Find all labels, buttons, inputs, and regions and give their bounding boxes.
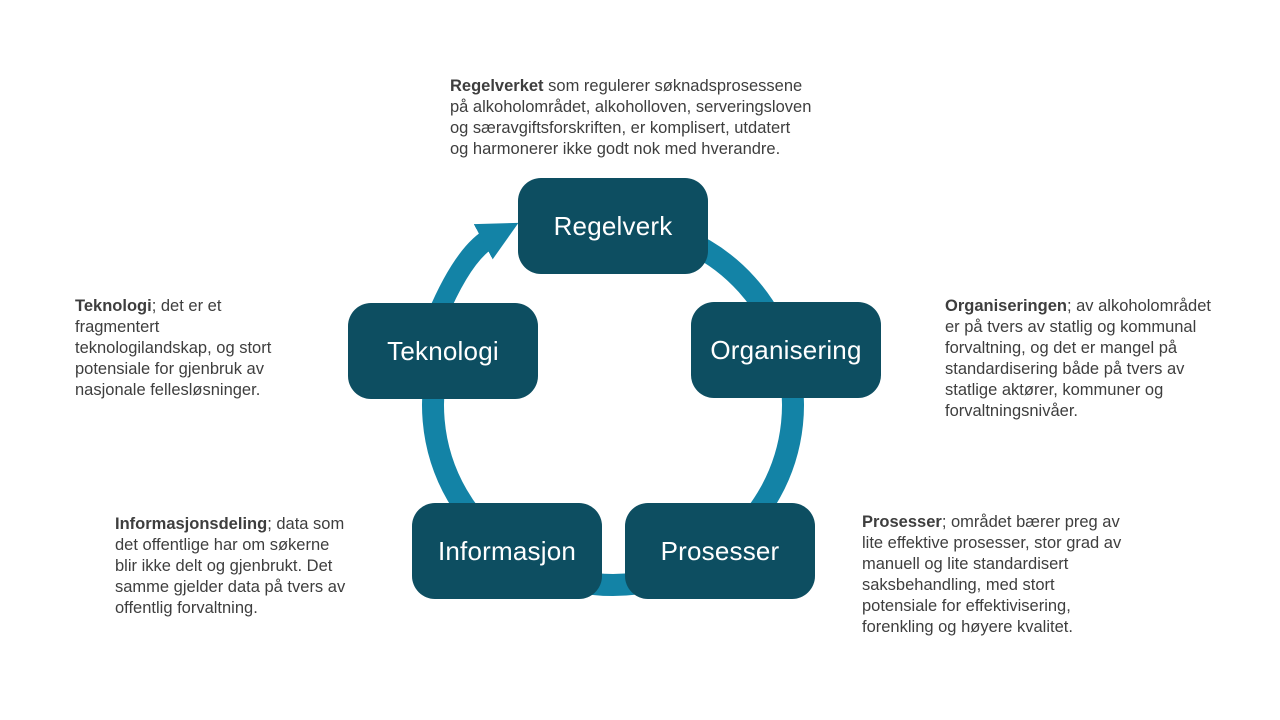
annotation-teknologi-lead: Teknologi	[75, 297, 152, 315]
node-prosesser-label: Prosesser	[660, 535, 780, 566]
node-organisering-label: Organisering	[710, 334, 862, 365]
annotation-regelverk-lead: Regelverket	[450, 77, 544, 95]
annotation-prosesser-lead: Prosesser	[862, 513, 942, 531]
annotation-organisering-lead: Organiseringen	[945, 297, 1067, 315]
node-organisering: Organisering	[691, 302, 881, 398]
node-prosesser: Prosesser	[625, 503, 815, 599]
annotation-teknologi-text: ; det er et fragmentert teknologilandska…	[75, 297, 272, 399]
annotation-organisering: Organiseringen; av alkoholområdet er på …	[945, 296, 1245, 422]
annotation-teknologi: Teknologi; det er et fragmentert teknolo…	[75, 296, 315, 401]
annotation-regelverk: Regelverket som regulerer søknadsprosess…	[450, 76, 880, 160]
annotation-prosesser: Prosesser; området bærer preg av lite ef…	[862, 512, 1162, 638]
annotation-organisering-text: ; av alkoholområdet er på tvers av statl…	[945, 297, 1211, 420]
node-informasjon-label: Informasjon	[437, 535, 577, 566]
node-teknologi-label: Teknologi	[387, 335, 499, 366]
annotation-informasjon: Informasjonsdeling; data som det offentl…	[115, 514, 385, 619]
node-regelverk-label: Regelverk	[553, 210, 673, 241]
node-regelverk: Regelverk	[518, 178, 708, 274]
node-teknologi: Teknologi	[348, 303, 538, 399]
annotation-informasjon-lead: Informasjonsdeling	[115, 515, 268, 533]
annotation-prosesser-text: ; området bærer preg av lite effektive p…	[862, 513, 1122, 636]
node-informasjon: Informasjon	[412, 503, 602, 599]
annotation-informasjon-text: ; data som det offentlige har om søkerne…	[115, 515, 346, 617]
annotation-regelverk-text: som regulerer søknadsprosessene på alkoh…	[450, 77, 812, 158]
